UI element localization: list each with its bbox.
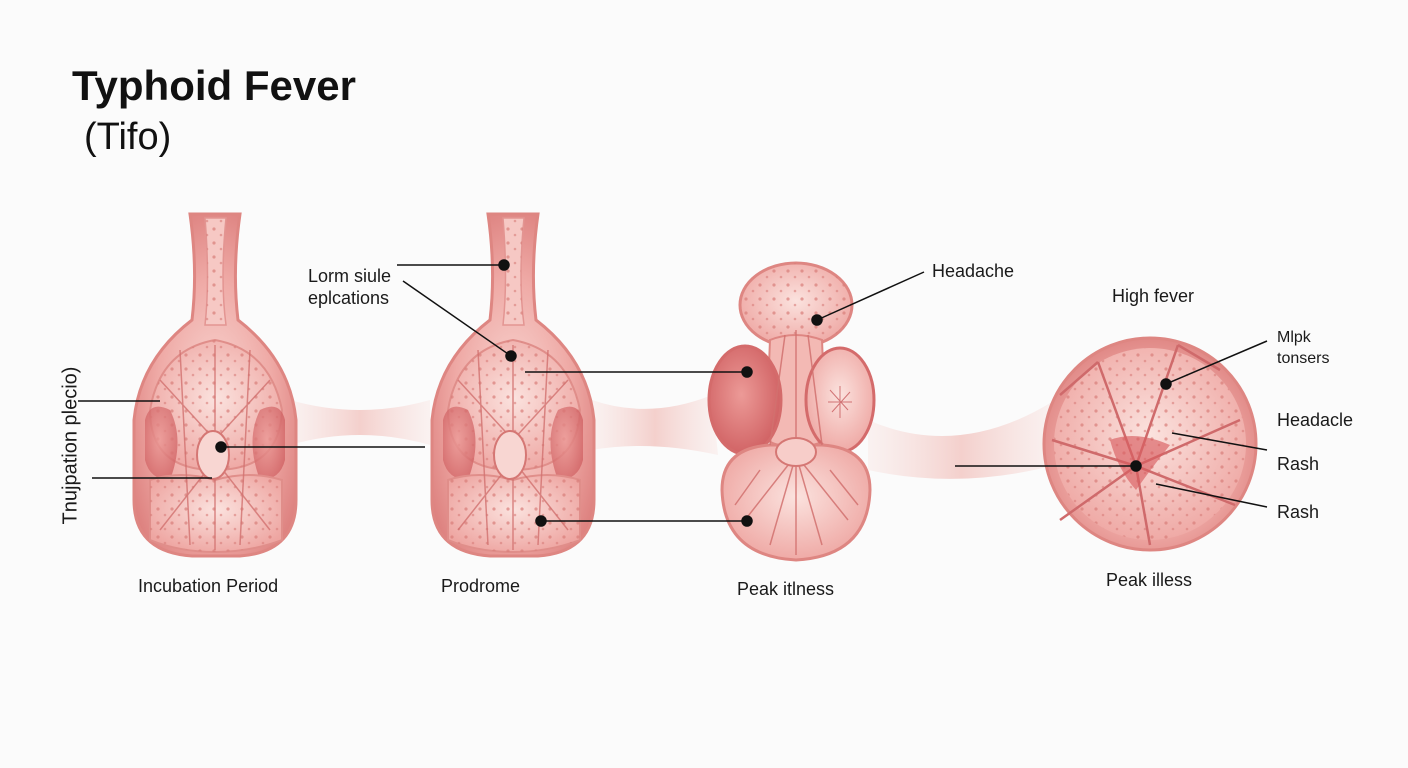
peak1-organ [707,261,876,562]
connector-2 [592,395,718,455]
stage-label-incubation: Incubation Period [138,576,279,596]
callout-lines [78,259,1268,527]
marker-peak1-bottom [741,515,753,527]
marker-peak2-top [1160,378,1172,390]
connector-3 [868,400,1055,479]
connector-1 [290,400,430,445]
marker-prodrome-top [498,259,510,271]
stage-label-prodrome: Prodrome [441,576,521,596]
diagram-subtitle: (Tifo) [84,116,172,158]
incubation-organ [132,212,298,558]
marker-peak1-headache [811,314,823,326]
callout-prodrome-top-line2: eplcations [308,288,390,308]
marker-incubation [215,441,227,453]
marker-prodrome-mid [505,350,517,362]
marker-peak1-left [741,366,753,378]
callout-peak1-headache: Headache [932,261,1015,281]
stage-label-peak-1: Peak itlness [737,579,835,599]
callout-prodrome-top-line1: Lorm siule [308,266,392,286]
peak2-organ [1042,336,1258,552]
marker-prodrome-bottom [535,515,547,527]
marker-peak2-center [1130,460,1142,472]
vertical-axis-label: Tnujpation plecio) [59,366,82,524]
callout-peak2-rash-1: Rash [1277,454,1320,474]
stage-label-peak-2: Peak illess [1106,570,1193,590]
callout-peak2-headache: Headacle [1277,410,1354,430]
callout-peak2-rash-2: Rash [1277,502,1320,522]
callout-peak2-tonsers: tonsers [1277,350,1330,367]
callout-peak2-mlpk: Mlpk [1277,329,1311,346]
diagram-title: Typhoid Fever [72,62,356,109]
callout-peak2-high-fever: High fever [1112,286,1195,306]
